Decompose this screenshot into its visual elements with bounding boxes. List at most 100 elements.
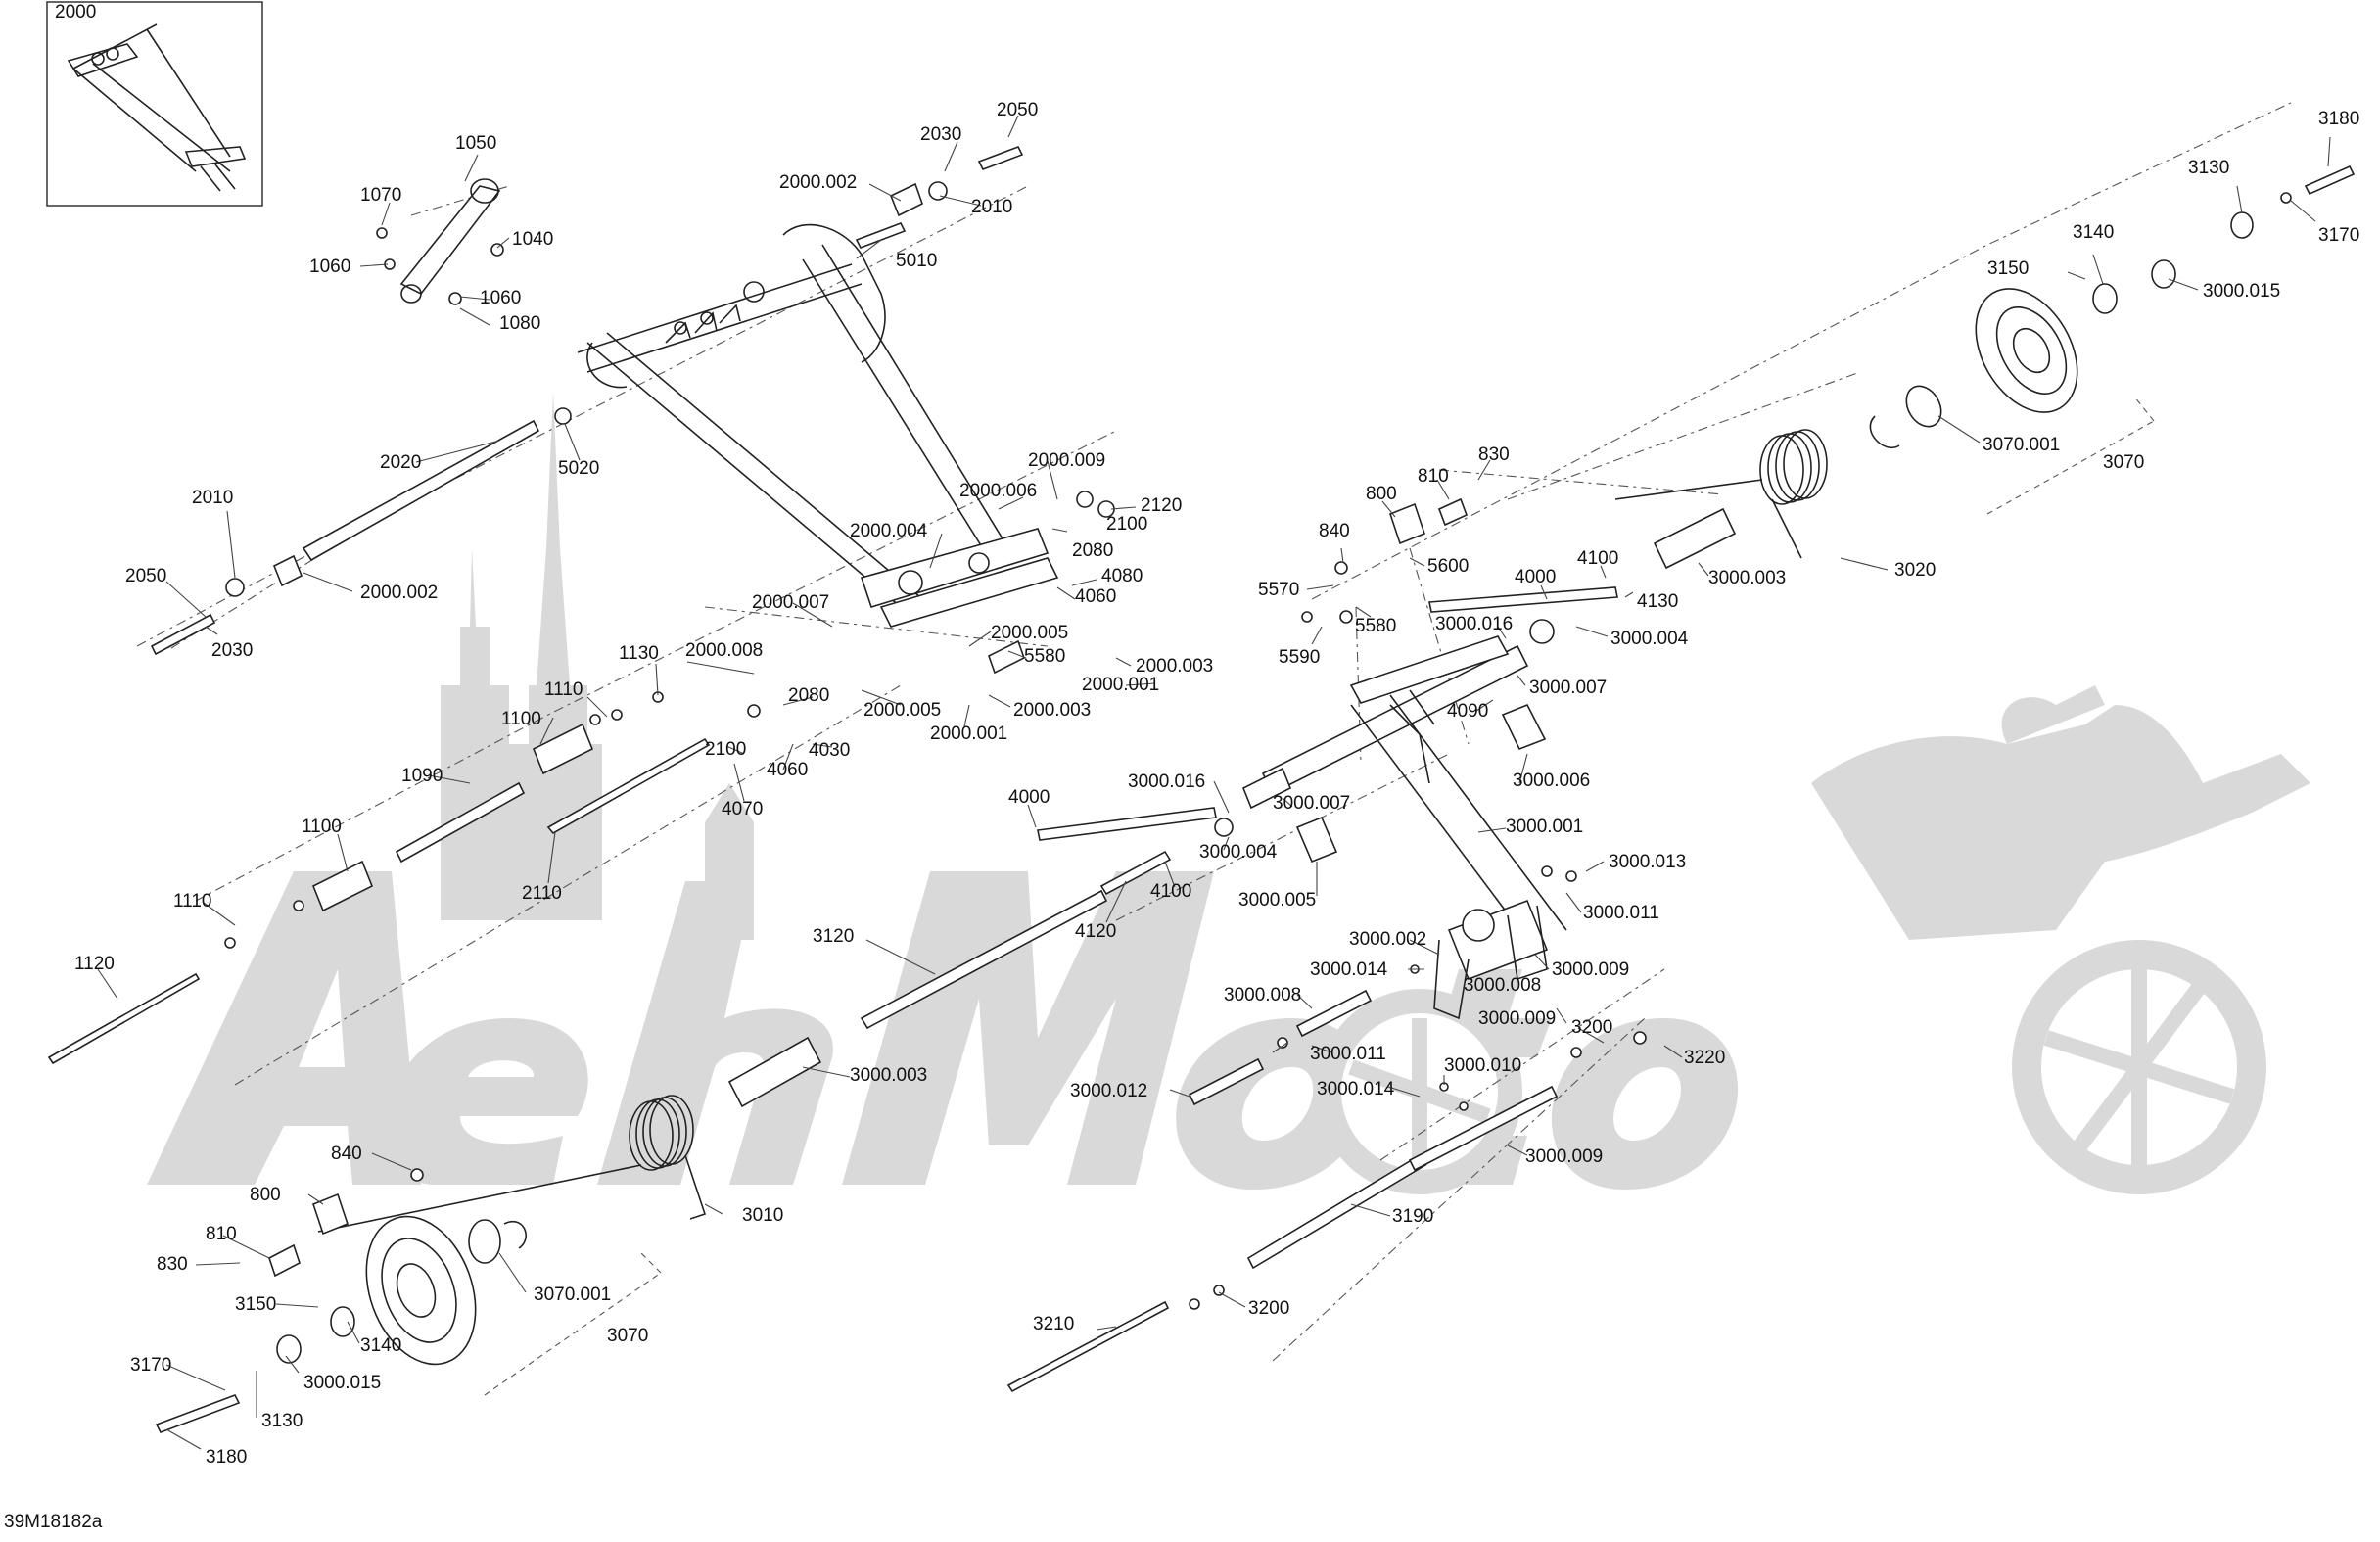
callout-4060: 4060 [767,760,808,780]
callout-2000-005: 2000.005 [991,623,1068,643]
callout-3000-014: 3000.014 [1310,959,1388,980]
inset-overview: 2000 [46,1,263,207]
callout-3000-009: 3000.009 [1478,1008,1556,1029]
callout-2000-002: 2000.002 [360,583,438,603]
sleeve-810-lower [268,1243,301,1278]
leader-lines [97,115,2331,1450]
callout-3130: 3130 [2188,158,2229,178]
callout-3000-011: 3000.011 [1310,1044,1386,1064]
callout-5590: 5590 [1279,647,1320,668]
bearing-3070-001-lower [468,1219,501,1264]
sleeve-810-upper [1437,497,1469,527]
callout-3180: 3180 [206,1447,247,1468]
callout-4000: 4000 [1515,567,1556,587]
callout-810: 810 [1418,466,1449,487]
callout-3140: 3140 [2073,222,2114,243]
callout-3000-012: 3000.012 [1070,1081,1147,1101]
callout-2000-005: 2000.005 [863,700,941,721]
callout-4130: 4130 [1637,591,1678,612]
shafts [47,419,1618,1393]
callout-5580: 5580 [1024,646,1065,667]
callout-3000-009: 3000.009 [1552,959,1629,980]
callout-840: 840 [1319,521,1350,541]
group-brackets [484,396,2155,1396]
drawing-number: 39M18182a [4,1512,103,1532]
callout-5010: 5010 [896,251,937,271]
callout-3150: 3150 [235,1294,276,1315]
callout-3000-006: 3000.006 [1513,771,1590,791]
callout-1070: 1070 [360,185,401,206]
callout-2100: 2100 [705,739,746,760]
link-4000-upper [1428,586,1618,613]
callout-2030: 2030 [920,124,961,145]
watermark-logo [147,392,2310,1194]
callout-3020: 3020 [1894,560,1936,581]
callout-3000-014: 3000.014 [1317,1079,1395,1099]
shaft-1090 [395,781,526,864]
watermark-letter-A [147,871,421,1185]
callout-3140: 3140 [360,1335,401,1356]
callout-4060: 4060 [1075,586,1116,607]
spacer-3140-upper [2092,283,2118,314]
callout-2030: 2030 [211,640,253,661]
callout-3000-007: 3000.007 [1273,793,1350,814]
callout-1090: 1090 [401,766,443,786]
callout-4100: 4100 [1150,881,1191,902]
callout-4080: 4080 [1101,566,1143,586]
callout-3220: 3220 [1684,1048,1725,1068]
callout-2000-003: 2000.003 [1136,656,1213,677]
sleeve-2000-002-lower [272,554,303,587]
callout-4030: 4030 [809,740,850,761]
sleeve-3000-003-upper [1653,507,1737,570]
block-3000-006 [1501,703,1547,751]
small-parts [150,145,1647,1310]
rod-2110 [546,737,711,835]
callout-5600: 5600 [1427,556,1469,577]
upper-arm-brackets [665,281,765,344]
callout-2000-002: 2000.002 [779,172,857,193]
callout-3000-008: 3000.008 [1224,985,1301,1005]
callout-3070-001: 3070.001 [534,1285,611,1305]
callout-1120: 1120 [74,954,115,974]
nut-5020 [554,407,572,425]
torsion-spring-3020 [1614,429,1828,559]
callout-1130: 1130 [619,643,659,664]
upper-arm-cross-tube [577,263,863,373]
callout-2100: 2100 [1106,514,1147,535]
bracket-800-lower [312,1192,349,1236]
callout-3000-013: 3000.013 [1609,852,1686,872]
bolt-5010 [855,221,907,250]
callout-1040: 1040 [512,229,553,250]
rod-1120 [47,972,201,1065]
inset-frame [46,1,263,207]
callout-3170: 3170 [2318,225,2359,246]
shaft-3000-009 [1408,1085,1559,1172]
callout-2000-006: 2000.006 [959,481,1037,501]
sleeve-3000-003-lower [727,1036,822,1108]
bolt-2050-lower [150,613,216,656]
callout-3170: 3170 [130,1355,171,1376]
callout-2080: 2080 [1072,540,1113,561]
bearing-3070-001-upper [1905,385,1942,428]
sleeve-1100-upper [532,723,594,775]
callout-2110: 2110 [522,883,562,904]
rod-3000-008 [1295,989,1373,1038]
watermark-letter-M [842,871,1214,1185]
rear-arm-shaft [1349,635,1510,704]
callout-3000-009: 3000.009 [1525,1146,1603,1167]
callout-2000-001: 2000.001 [930,724,1007,744]
callout-3070-001: 3070.001 [1983,435,2060,455]
callout-830: 830 [1478,444,1510,465]
shaft-3120 [860,889,1108,1030]
callout-2020: 2020 [380,452,421,473]
callout-2080: 2080 [788,685,829,706]
callout-1060: 1060 [480,288,521,308]
callout-3000-011: 3000.011 [1583,903,1659,923]
sleeve-2000-005 [988,639,1025,675]
inset-thumbnail [67,23,247,192]
watermark-letter-e [386,1018,588,1185]
shaft-2020 [302,419,540,562]
callout-1100: 1100 [501,709,541,729]
callout-1080: 1080 [499,313,540,334]
